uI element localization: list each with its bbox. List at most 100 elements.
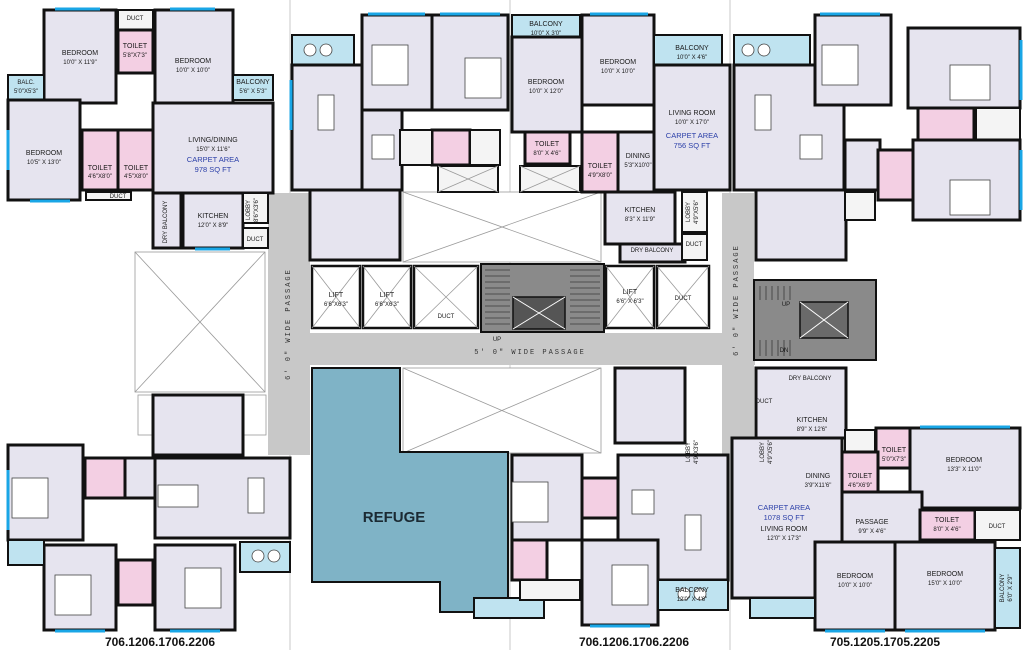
room-size: 10'0" X 10'0" — [176, 68, 210, 74]
flat-numbers-right: 705.1205.1705.2205 — [830, 635, 940, 649]
room-name: TOILET — [88, 165, 113, 172]
room-name: DRY BALCONY — [789, 376, 832, 382]
furniture — [11, 43, 991, 616]
carpet-area-label: CARPET AREA — [666, 131, 718, 140]
room-size: 12'0" X 8'9" — [198, 223, 229, 229]
room-name: TOILET — [935, 517, 960, 524]
room-size: 15'0" X 11'6" — [196, 147, 229, 153]
room-name: KITCHEN — [797, 417, 828, 424]
room-size: 10'0" X 10'0" — [838, 583, 872, 589]
duct-label: DUCT — [127, 16, 144, 22]
stair-up-label: UP — [493, 337, 501, 343]
labels-top-left: BEDROOM 10'0" X 11'9" DUCT TOILET 5'8"X7… — [14, 16, 270, 243]
room-size: 8'6"X3'6" — [254, 198, 260, 222]
room-name: BEDROOM — [600, 59, 636, 66]
room-size: 8'9" X 12'6" — [797, 427, 828, 433]
duct-label: DUCT — [247, 237, 264, 243]
room-name: DINING — [806, 473, 831, 480]
room-name: BALCONY — [529, 21, 563, 28]
duct-label: DUCT — [438, 314, 455, 320]
core-shafts — [310, 264, 711, 330]
duct-label: DUCT — [686, 242, 703, 248]
room-name: PASSAGE — [856, 519, 889, 526]
room-size: 10'0" X 4'6" — [677, 55, 708, 61]
room-name: DRY BALCONY — [631, 248, 674, 254]
labels-core: LIFT 6'6"X6'3" LIFT 6'6"X6'3" DUCT LIFT … — [285, 244, 790, 526]
flat-numbers-middle: 706.1206.1706.2206 — [579, 635, 689, 649]
room-name: TOILET — [123, 43, 148, 50]
unit-top-right — [732, 12, 1023, 262]
room-size: 10'0" X 10'0" — [601, 69, 635, 75]
labels-bottom-middle: LOBBY 4'9"X3'6" BALCONY 12'0" X 4'6" — [675, 440, 709, 603]
room-name: TOILET — [588, 163, 613, 170]
room-size: 5'8"X7'3" — [123, 53, 147, 59]
labels-bottom-right: DRY BALCONY KITCHEN 8'9" X 12'6" DUCT LO… — [756, 376, 1014, 602]
lift-label: LIFT — [623, 289, 638, 296]
duct-label: DUCT — [989, 524, 1006, 530]
room-size: 4'6"X8'0" — [88, 174, 112, 180]
room-name: BEDROOM — [62, 50, 98, 57]
carpet-area-label: CARPET AREA — [758, 503, 810, 512]
lift-size: 6'6"X6'3" — [324, 302, 348, 308]
labels-top-middle: BALCONY 10'0" X 3'0" BEDROOM 10'0" X 12'… — [528, 21, 718, 254]
room-size: 4'9"X5'6" — [694, 200, 700, 224]
room-size: 5'0"X7'3" — [882, 457, 906, 463]
room-name: LIVING ROOM — [761, 526, 808, 533]
room-size: 12'0" X 17'3" — [767, 536, 801, 542]
room-name: BEDROOM — [927, 571, 963, 578]
stair-down-label: DN — [780, 348, 789, 354]
room-size: 8'0" X 4'6" — [933, 527, 960, 533]
room-size: 13'3" X 11'0" — [947, 467, 980, 473]
room-name: BALCONY — [236, 79, 270, 86]
carpet-area-label: CARPET AREA — [187, 155, 239, 164]
carpet-area-value: 978 SQ FT — [195, 165, 232, 174]
room-size: 10'0" X 3'0" — [531, 31, 562, 37]
room-size: 4'5"X8'0" — [124, 174, 148, 180]
room-name: LIVING ROOM — [669, 110, 716, 117]
duct-label: DUCT — [675, 296, 692, 302]
room-size: 10'0" X 17'0" — [675, 120, 709, 126]
room-name: BEDROOM — [946, 457, 982, 464]
room-name: BALCONY — [675, 45, 709, 52]
staircase-right — [753, 279, 877, 361]
room-size: 15'0" X 10'0" — [928, 581, 962, 587]
lift-label: LIFT — [329, 292, 344, 299]
unit-bottom-left — [6, 393, 292, 633]
unit-bottom-middle — [473, 366, 730, 628]
flat-number-captions: 706.1206.1706.2206 706.1206.1706.2206 70… — [105, 635, 940, 649]
unit-bottom-right — [730, 366, 1022, 633]
duct-label: DUCT — [110, 194, 127, 200]
room-size: 3'9"X11'6" — [805, 483, 832, 489]
room-name: BEDROOM — [837, 573, 873, 580]
room-size: 10'0" X 12'0" — [529, 89, 563, 95]
room-name: DRY BALCONY — [163, 201, 169, 244]
room-name: LOBBY — [246, 200, 252, 220]
lift-size: 6'6" X 6'3" — [616, 299, 643, 305]
lift-size: 6'6"X6'3" — [375, 302, 399, 308]
room-name: BEDROOM — [528, 79, 564, 86]
room-size: 4'9"X8'0" — [588, 173, 612, 179]
room-size: 12'0" X 4'6" — [677, 597, 708, 603]
room-name: BALC. — [17, 80, 35, 86]
room-name: LOBBY — [760, 442, 766, 462]
room-size: 8'0" X 4'6" — [533, 151, 560, 157]
room-size: 4'9"X5'6" — [768, 440, 774, 464]
room-size: 10'5" X 13'0" — [27, 160, 61, 166]
room-size: 9'9" X 4'6" — [858, 529, 885, 535]
duct-label: DUCT — [756, 399, 773, 405]
passage-label: 5' 0" WIDE PASSAGE — [474, 349, 586, 357]
room-name: TOILET — [848, 473, 873, 480]
room-name: LIVING/DINING — [188, 137, 237, 144]
passages — [268, 193, 755, 455]
room-name: BALCONY — [675, 587, 709, 594]
room-size: 6'0" X 2'9" — [1008, 574, 1014, 601]
open-cutouts — [134, 191, 602, 454]
carpet-area-value: 756 SQ FT — [674, 141, 711, 150]
room-size: 4'9"X3'6" — [694, 440, 700, 464]
unit-top-middle-right — [510, 12, 732, 264]
room-size: 10'0" X 11'9" — [63, 60, 96, 66]
room-name: TOILET — [882, 447, 907, 454]
room-name: BALCONY — [1000, 574, 1006, 603]
room-size: 5'3"X10'0" — [624, 163, 651, 169]
room-size: 4'6"X6'9" — [848, 483, 872, 489]
